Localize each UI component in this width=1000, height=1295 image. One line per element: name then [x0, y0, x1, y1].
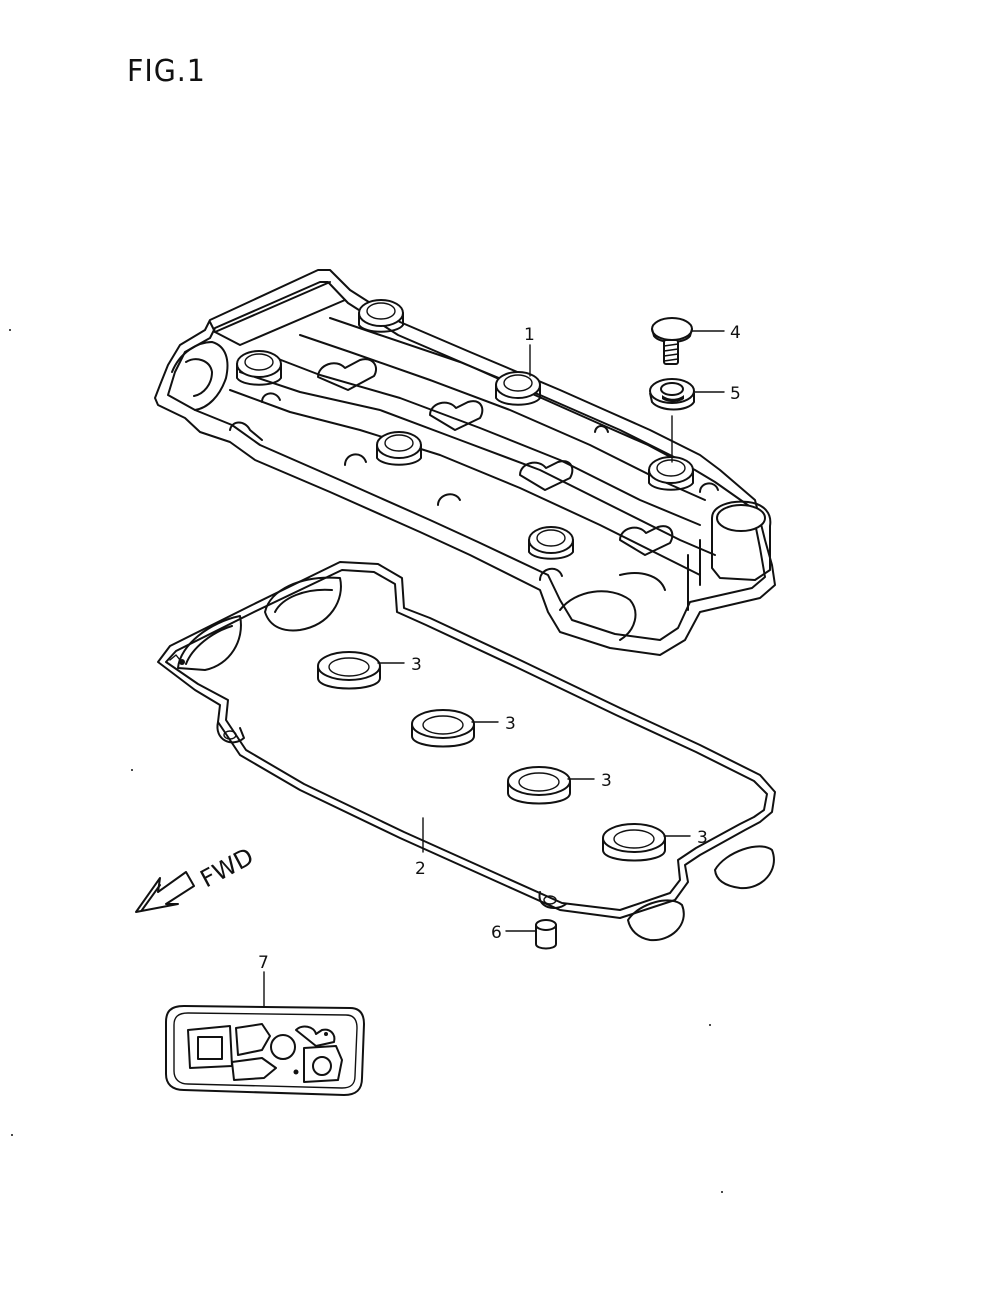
plug-hole-seal: [602, 823, 666, 862]
callout-5: 5: [730, 384, 741, 404]
callout-3a: 3: [411, 655, 422, 675]
callout-6: 6: [491, 923, 502, 943]
scan-specks: [9, 329, 723, 1193]
plug-hole-seal: [411, 709, 475, 748]
plug-hole-seal: [317, 651, 381, 690]
callout-labels: 1 2 3 3 3 3 4 5 6 7: [258, 323, 741, 973]
callout-3b: 3: [505, 714, 516, 734]
callout-2: 2: [415, 859, 426, 879]
forward-direction-indicator: FWD: [135, 842, 259, 913]
callout-7: 7: [258, 953, 269, 973]
cover-plug-hole: [648, 456, 694, 491]
callout-3d: 3: [697, 828, 708, 848]
fwd-label: FWD: [196, 842, 259, 893]
plug-hole-seal: [507, 766, 571, 805]
dowel-pin: [535, 919, 557, 950]
cover-plug-hole: [376, 431, 422, 466]
cover-plug-hole: [236, 350, 282, 386]
figure-title: FIG.1: [127, 54, 206, 89]
cylinder-head-cover: [154, 269, 776, 656]
washer: [649, 378, 695, 411]
bolt: [651, 317, 693, 365]
cover-plug-hole: [358, 299, 404, 333]
cover-plug-hole: [528, 526, 574, 560]
leader-lines: [263, 330, 725, 1007]
callout-1: 1: [524, 325, 535, 345]
callout-3c: 3: [601, 771, 612, 791]
cover-plug-hole: [495, 371, 541, 406]
callout-4: 4: [730, 323, 741, 343]
cover-gasket: [157, 561, 776, 942]
gasket-set: [165, 1005, 365, 1096]
